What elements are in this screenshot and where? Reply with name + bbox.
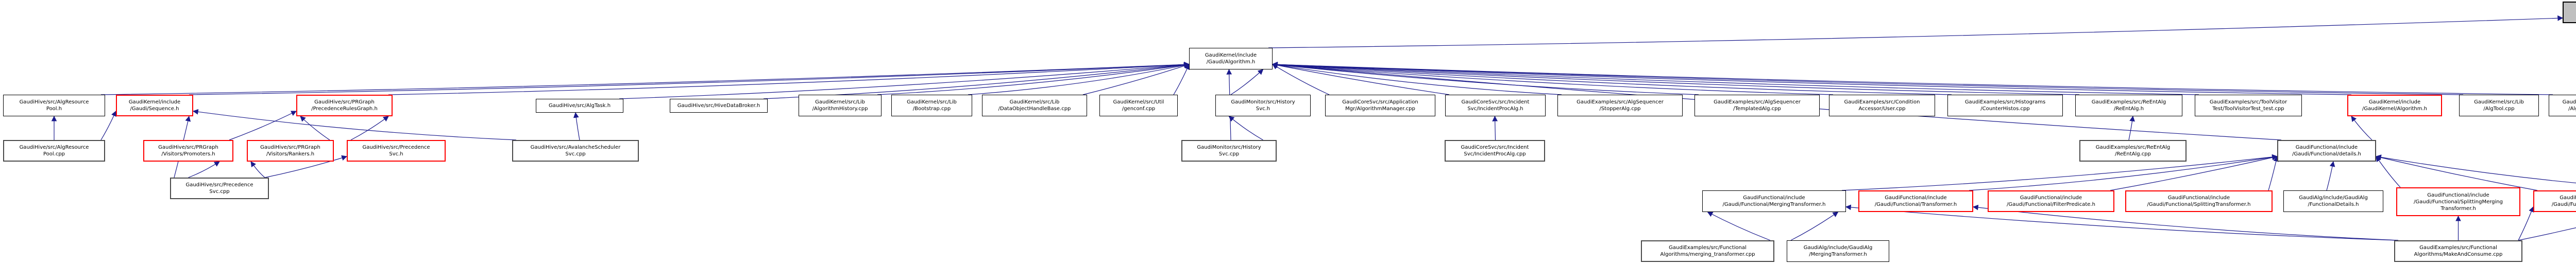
edge-counterhistos_cpp-to-algorithm_h (1272, 62, 1952, 95)
edge-precedencerulesgraph_h-to-algorithm_h (388, 62, 1190, 95)
edge-genconf_cpp-to-algorithm_h (1173, 64, 1190, 95)
edge-dataobjecthandlebase_cpp-to-algorithm_h (1082, 63, 1190, 95)
edge-makeandconsume_cpp-to-consumer_h (2518, 227, 2576, 241)
graph-node-algtool_cpp[interactable]: GaudiKernel/src/Lib /AlgTool.cpp (2459, 95, 2539, 116)
edge-makeandconsume_cpp-to-toolbinder_h (2518, 206, 2534, 241)
edge-algtask_h-to-algorithm_h (619, 62, 1190, 99)
graph-node-algresourcepool_cpp[interactable]: GaudiHive/src/AlgResource Pool.cpp (3, 140, 105, 162)
graph-node-toolvisitortest_cpp[interactable]: GaudiExamples/src/ToolVisitor Test/ToolV… (2195, 95, 2302, 116)
graph-node-toolbinder_h[interactable]: GaudiFunctional/include /Gaudi/Functiona… (2533, 190, 2576, 212)
graph-node-algorithm_cpp[interactable]: GaudiKernel/src/Lib /Algorithm.cpp (2549, 95, 2576, 116)
graph-node-incidentprocalg_cpp[interactable]: GaudiCoreSvc/src/Incident Svc/IncidentPr… (1445, 140, 1545, 162)
graph-node-iexceptionsvc_h[interactable]: GaudiKernel/include /GaudiKernel/IExcept… (2563, 2, 2576, 23)
graph-node-functionaldetails_h[interactable]: GaudiAlg/include/GaudiAlg /FunctionalDet… (2283, 190, 2383, 212)
edge-gk_algorithm_h-to-algorithm_h (1272, 62, 2352, 95)
edge-historysvc_h-to-algorithm_h (1230, 69, 1264, 95)
edge-transformer_h-to-details_h (1969, 154, 2278, 191)
edge-ga_mergingtransformer_h-to-mergingtransformer_h (1790, 212, 1839, 241)
graph-node-splittingmerging_h[interactable]: GaudiFunctional/include /Gaudi/Functiona… (2396, 187, 2520, 216)
edge-stopperalg_cpp-to-algorithm_h (1272, 62, 1562, 95)
graph-node-precedencesvc_h[interactable]: GaudiHive/src/Precedence Svc.h (347, 140, 446, 162)
graph-node-reentalg_cpp[interactable]: GaudiExamples/src/ReEntAlg /ReEntAlg.cpp (2079, 140, 2187, 162)
edge-algresourcepool_h-to-algorithm_h (100, 62, 1190, 95)
edge-algorithm_cpp-to-algorithm_h (1272, 61, 2553, 95)
edge-templatedalg_cpp-to-algorithm_h (1272, 62, 1699, 95)
edge-merging_transformer_cpp-to-mergingtransformer_h (1707, 212, 1771, 241)
graph-node-rankers_h[interactable]: GaudiHive/src/PRGraph /Visitors/Rankers.… (247, 140, 334, 162)
graph-node-algtask_h[interactable]: GaudiHive/src/AlgTask.h (536, 99, 623, 113)
edge-avalanchescheduler_cpp-to-algtask_h (573, 112, 580, 140)
edge-makeandconsume_cpp-to-mergingtransformer_h (1845, 204, 2399, 241)
edge-precedencesvc_cpp-to-rankers_h (250, 161, 265, 178)
graph-node-makeandconsume_cpp[interactable]: GaudiExamples/src/Functional Algorithms/… (2394, 240, 2522, 262)
edge-makeandconsume_cpp-to-transformer_h (1972, 204, 2399, 241)
graph-node-mergingtransformer_h[interactable]: GaudiFunctional/include /Gaudi/Functiona… (1702, 190, 1846, 212)
graph-node-historysvc_h[interactable]: GaudiMonitor/src/History Svc.h (1215, 95, 1311, 116)
edge-toolbinder_h-to-details_h (2375, 154, 2538, 191)
edge-toolvisitortest_cpp-to-algorithm_h (1272, 62, 2199, 95)
edge-reentalg_h-to-algorithm_h (1272, 62, 2080, 95)
graph-node-dataobjecthandlebase_cpp[interactable]: GaudiKernel/src/Lib /DataObjectHandleBas… (982, 95, 1087, 116)
graph-node-gk_algorithm_h[interactable]: GaudiKernel/include /GaudiKernel/Algorit… (2347, 95, 2442, 116)
graph-node-promoters_h[interactable]: GaudiHive/src/PRGraph /Visitors/Promoter… (143, 140, 233, 162)
graph-node-merging_transformer_cpp[interactable]: GaudiExamples/src/Functional Algorithms/… (1641, 240, 1774, 262)
graph-node-genconf_cpp[interactable]: GaudiKernel/src/Util /genconf.cpp (1099, 95, 1178, 116)
graph-node-user_cpp[interactable]: GaudiExamples/src/Condition Accessor/Use… (1829, 95, 1935, 116)
edge-incidentprocalg_cpp-to-incidentprocalg_h (1492, 115, 1498, 140)
graph-node-counterhistos_cpp[interactable]: GaudiExamples/src/Histograms /CounterHis… (1947, 95, 2063, 116)
edge-rankers_h-to-precedencerulesgraph_h (300, 116, 330, 140)
edge-splittingtransformer_h-to-details_h (2268, 155, 2279, 191)
graph-node-algorithm_h[interactable]: GaudiKernel/include /Gaudi/Algorithm.h (1189, 48, 1273, 69)
graph-node-bootstrap_cpp[interactable]: GaudiKernel/src/Lib /Bootstrap.cpp (891, 95, 972, 116)
edge-details_h-to-gk_algorithm_h (2351, 116, 2372, 140)
graph-node-stopperalg_cpp[interactable]: GaudiExamples/src/AlgSequencer /StopperA… (1557, 95, 1683, 116)
graph-node-precedencerulesgraph_h[interactable]: GaudiHive/src/PRGraph /PrecedenceRulesGr… (296, 95, 393, 116)
graph-node-hivedatabroker_h[interactable]: GaudiHive/src/HiveDataBroker.h (670, 99, 768, 113)
graph-node-ga_mergingtransformer_h[interactable]: GaudiAlg/include/GaudiAlg /MergingTransf… (1787, 240, 1889, 262)
edge-avalanchescheduler_cpp-to-sequence_h (192, 109, 517, 140)
edge-filterpredicate_h-to-details_h (2110, 154, 2278, 191)
edge-sequence_h-to-algorithm_h (189, 62, 1190, 95)
edge-algtool_cpp-to-algorithm_h (1272, 61, 2464, 95)
graph-node-details_h[interactable]: GaudiFunctional/include /Gaudi/Functiona… (2277, 140, 2376, 162)
edge-mergingtransformer_h-to-details_h (1841, 154, 2278, 191)
graph-node-precedencesvc_cpp[interactable]: GaudiHive/src/Precedence Svc.cpp (170, 178, 269, 199)
edge-algresourcepool_cpp-to-sequence_h (100, 111, 116, 140)
edge-precedencesvc_h-to-precedencerulesgraph_h (350, 116, 389, 140)
edge-user_cpp-to-algorithm_h (1272, 62, 1834, 95)
graph-node-historysvc_cpp[interactable]: GaudiMonitor/src/History Svc.cpp (1181, 140, 1277, 162)
graph-node-sequence_h[interactable]: GaudiKernel/include /Gaudi/Sequence.h (116, 95, 193, 116)
edge-functionaldetails_h-to-details_h (2326, 161, 2335, 191)
graph-node-algorithmhistory_cpp[interactable]: GaudiKernel/src/Lib /AlgorithmHistory.cp… (799, 95, 882, 116)
edge-incidentprocalg_h-to-algorithm_h (1272, 62, 1450, 95)
edge-precedencesvc_cpp-to-precedencesvc_h (264, 155, 348, 178)
edge-consumer_h-to-details_h (2375, 154, 2576, 184)
edge-reentalg_cpp-to-reentalg_h (2128, 115, 2135, 140)
graph-node-incidentprocalg_h[interactable]: GaudiCoreSvc/src/Incident Svc/IncidentPr… (1445, 95, 1546, 116)
edge-historysvc_cpp-to-historysvc_h (1228, 116, 1263, 140)
graph-node-filterpredicate_h[interactable]: GaudiFunctional/include /Gaudi/Functiona… (1988, 190, 2114, 212)
edge-promoters_h-to-precedencerulesgraph_h (229, 111, 297, 140)
graph-node-splittingtransformer_h[interactable]: GaudiFunctional/include /Gaudi/Functiona… (2125, 190, 2273, 212)
graph-node-algresourcepool_h[interactable]: GaudiHive/src/AlgResource Pool.h (3, 95, 105, 116)
graph-node-templatedalg_cpp[interactable]: GaudiExamples/src/AlgSequencer /Template… (1694, 95, 1820, 116)
graph-node-reentalg_h[interactable]: GaudiExamples/src/ReEntAlg /ReEntAlg.h (2075, 95, 2182, 116)
edge-algorithmmanager_cpp-to-algorithm_h (1272, 64, 1330, 95)
graph-node-algorithmmanager_cpp[interactable]: GaudiCoreSvc/src/Application Mgr/Algorit… (1325, 95, 1435, 116)
edge-algorithmhistory_cpp-to-algorithm_h (877, 62, 1190, 95)
edge-bootstrap_cpp-to-algorithm_h (968, 62, 1190, 95)
graph-node-avalanchescheduler_cpp[interactable]: GaudiHive/src/AvalancheScheduler Svc.cpp (512, 140, 639, 162)
edge-algorithm_h-to-iexceptionsvc_h (1268, 15, 2564, 48)
graph-node-transformer_h[interactable]: GaudiFunctional/include /Gaudi/Functiona… (1858, 190, 1973, 212)
edge-precedencesvc_cpp-to-promoters_h (188, 161, 220, 178)
